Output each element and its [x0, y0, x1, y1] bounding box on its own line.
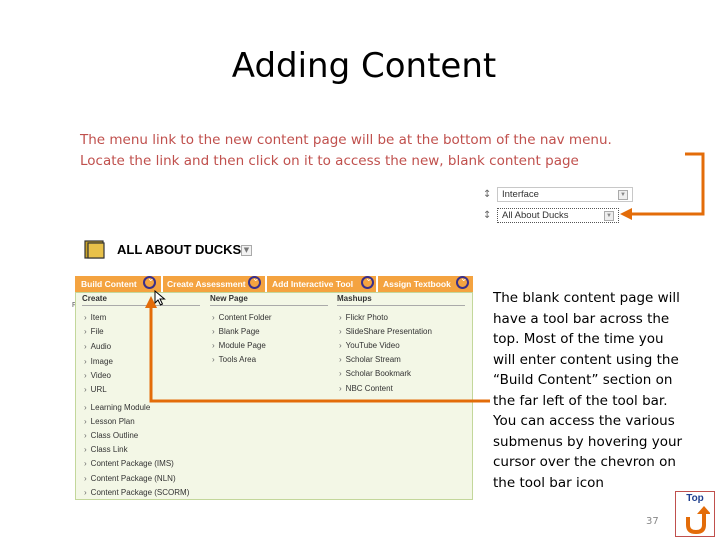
description-line: The blank content page will — [493, 290, 680, 306]
toolbar-divider — [376, 276, 378, 292]
toolbar-add-interactive-tool[interactable]: Add Interactive Tool — [272, 279, 354, 289]
menu-item[interactable]: URL — [84, 385, 107, 394]
menu-item[interactable]: YouTube Video — [339, 341, 400, 350]
build-content-chevron[interactable] — [143, 274, 156, 289]
description-line: the tool bar icon — [493, 474, 604, 491]
menu-column-header: Mashups — [337, 294, 372, 303]
menu-item[interactable]: Flickr Photo — [339, 313, 388, 322]
menu-item[interactable]: Image — [84, 357, 113, 366]
nav-item-all-about-ducks[interactable]: All About Ducks ▼ — [497, 208, 619, 223]
chevron-down-icon[interactable]: ▼ — [604, 210, 614, 221]
reorder-icon[interactable]: ↕ — [483, 189, 492, 200]
chevron-down-icon[interactable]: ▼ — [618, 189, 628, 200]
menu-item[interactable]: Class Outline — [84, 431, 139, 440]
description-line: You can access the various — [493, 413, 675, 429]
menu-item[interactable]: SlideShare Presentation — [339, 327, 432, 336]
menu-item[interactable]: Scholar Bookmark — [339, 369, 411, 378]
arrow-head — [145, 296, 157, 308]
column-divider — [210, 305, 328, 306]
slide-title: Adding Content — [231, 46, 497, 86]
menu-item[interactable]: Video — [84, 371, 111, 380]
menu-item[interactable]: File — [84, 327, 104, 336]
description-line: the far left of the tool bar. — [493, 392, 668, 409]
menu-item[interactable]: Class Link — [84, 445, 128, 454]
menu-item[interactable]: Content Package (NLN) — [84, 474, 176, 483]
menu-item[interactable]: Item — [84, 313, 107, 322]
toolbar-build-content[interactable]: Build Content — [81, 279, 137, 289]
menu-item[interactable]: Blank Page — [212, 327, 260, 336]
description-line: have a tool bar across the — [493, 310, 670, 327]
top-label: Top — [686, 493, 704, 504]
page-number: 37 — [646, 516, 659, 527]
menu-item[interactable]: Tools Area — [212, 355, 256, 364]
arrow-to-nav-link — [628, 152, 705, 216]
return-arrow-icon — [686, 506, 710, 535]
description-line: submenus by hovering your — [493, 433, 683, 450]
intro-text: The menu link to the new content page wi… — [80, 130, 700, 172]
menu-item[interactable]: Content Folder — [212, 313, 272, 322]
menu-column-header: Create — [82, 294, 107, 303]
description-line: will enter content using the — [493, 351, 679, 368]
menu-item[interactable]: Learning Module — [84, 403, 151, 412]
nav-item-label: Interface — [502, 189, 539, 200]
toolbar-divider — [265, 276, 267, 292]
assign-textbook-chevron[interactable] — [456, 274, 469, 289]
description-line: “Build Content” section on — [493, 372, 673, 388]
reorder-icon[interactable]: ↕ — [483, 210, 492, 221]
nav-item-row-interface[interactable]: ↕ Interface ▼ — [483, 186, 633, 203]
menu-item[interactable]: NBC Content — [339, 384, 393, 393]
content-area-title: ALL ABOUT DUCKS — [117, 242, 242, 257]
menu-item[interactable]: Content Package (SCORM) — [84, 488, 190, 497]
description-text: The blank content page will have a tool … — [493, 288, 703, 493]
menu-item[interactable]: Content Package (IMS) — [84, 459, 174, 468]
nav-item-row-all-about-ducks[interactable]: ↕ All About Ducks ▼ — [483, 207, 619, 224]
nav-item-label: All About Ducks — [502, 210, 569, 221]
left-marker: F — [72, 302, 76, 309]
menu-item[interactable]: Scholar Stream — [339, 355, 401, 364]
menu-item[interactable]: Lesson Plan — [84, 417, 135, 426]
menu-column-header: New Page — [210, 294, 248, 303]
arrow-head — [620, 208, 632, 220]
intro-line-1: The menu link to the new content page wi… — [80, 132, 612, 148]
add-interactive-tool-chevron[interactable] — [361, 274, 374, 289]
description-line: top. Most of the time you — [493, 331, 664, 347]
column-divider — [337, 305, 465, 306]
create-assessment-chevron[interactable] — [248, 274, 261, 289]
arrow-to-build-chevron — [149, 304, 490, 403]
menu-item[interactable]: Audio — [84, 342, 111, 351]
toolbar-create-assessment[interactable]: Create Assessment — [167, 279, 246, 289]
toolbar-divider — [161, 276, 163, 292]
chevron-down-icon[interactable]: ▼ — [241, 245, 252, 256]
nav-item-interface[interactable]: Interface ▼ — [497, 187, 633, 202]
intro-line-2: Locate the link and then click on it to … — [80, 153, 579, 169]
column-divider — [82, 305, 200, 306]
top-button[interactable]: Top — [675, 491, 715, 537]
description-line: cursor over the chevron on — [493, 454, 676, 470]
menu-item[interactable]: Module Page — [212, 341, 266, 350]
toolbar-assign-textbook[interactable]: Assign Textbook — [383, 279, 451, 289]
mouse-cursor-icon — [154, 290, 166, 306]
folder-icon — [84, 240, 105, 259]
